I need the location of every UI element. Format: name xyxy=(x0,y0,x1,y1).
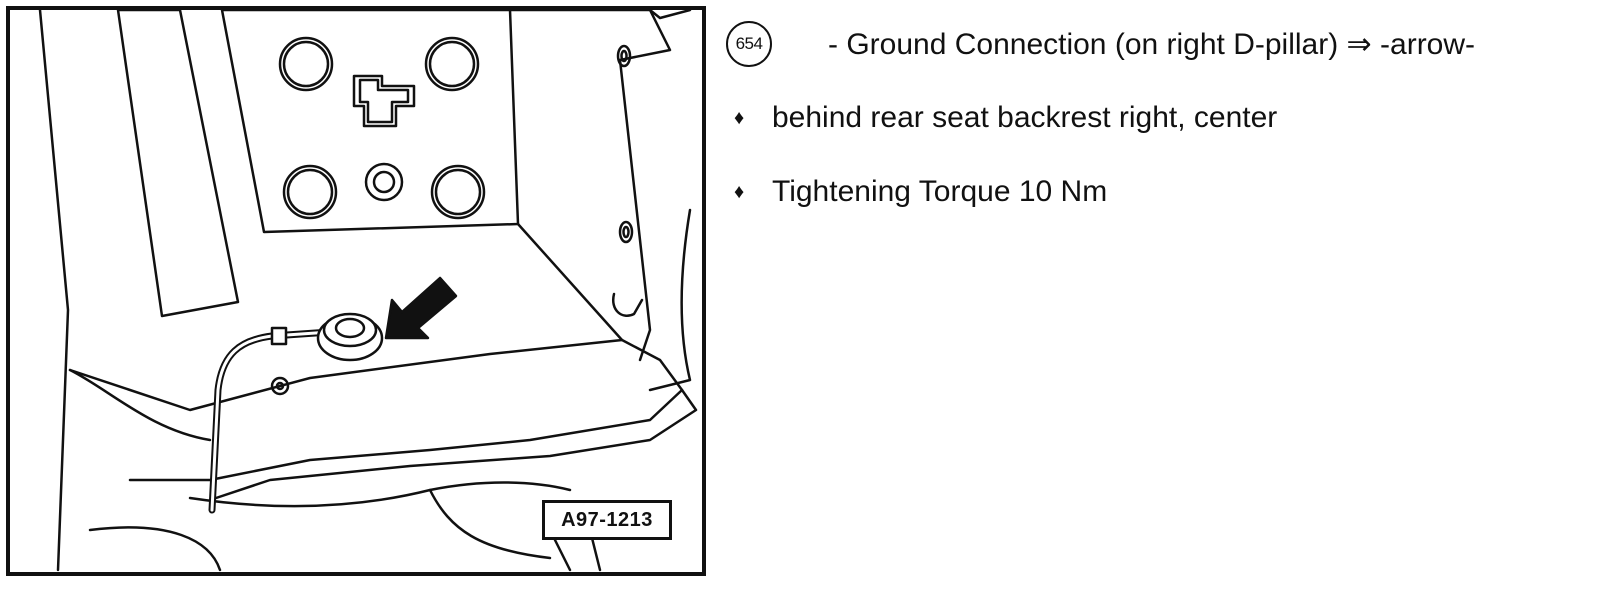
note-item: ♦ Tightening Torque 10 Nm xyxy=(734,170,1277,214)
technical-illustration: A97-1213 xyxy=(6,6,706,576)
pillar-strip xyxy=(116,10,240,318)
panel-hole xyxy=(430,164,486,220)
panel-hole xyxy=(424,36,480,92)
legend-header: 654 - Ground Connection (on right D-pill… xyxy=(726,20,1475,68)
d-pillar-drawing xyxy=(38,10,698,572)
window-edge xyxy=(508,10,672,62)
legend-title: - Ground Connection (on right D-pillar) … xyxy=(828,27,1476,61)
figure-id-label: A97-1213 xyxy=(542,500,672,540)
component-number-badge: 654 xyxy=(726,21,772,67)
diamond-bullet-icon: ♦ xyxy=(734,181,745,203)
pointer-arrow xyxy=(384,276,458,340)
diamond-bullet-icon: ♦ xyxy=(734,107,745,129)
panel-hole xyxy=(278,36,334,92)
floor-edge xyxy=(68,222,624,412)
left-edge-line xyxy=(38,10,70,572)
note-list: ♦ behind rear seat backrest right, cente… xyxy=(734,96,1277,244)
panel-hole xyxy=(282,164,338,220)
panel-grommet xyxy=(364,162,404,202)
note-item: ♦ behind rear seat backrest right, cente… xyxy=(734,96,1277,140)
wire-clip xyxy=(611,292,644,317)
note-text: Tightening Torque 10 Nm xyxy=(772,175,1108,208)
note-text: behind rear seat backrest right, center xyxy=(772,101,1278,134)
slot-cutout xyxy=(352,74,416,128)
